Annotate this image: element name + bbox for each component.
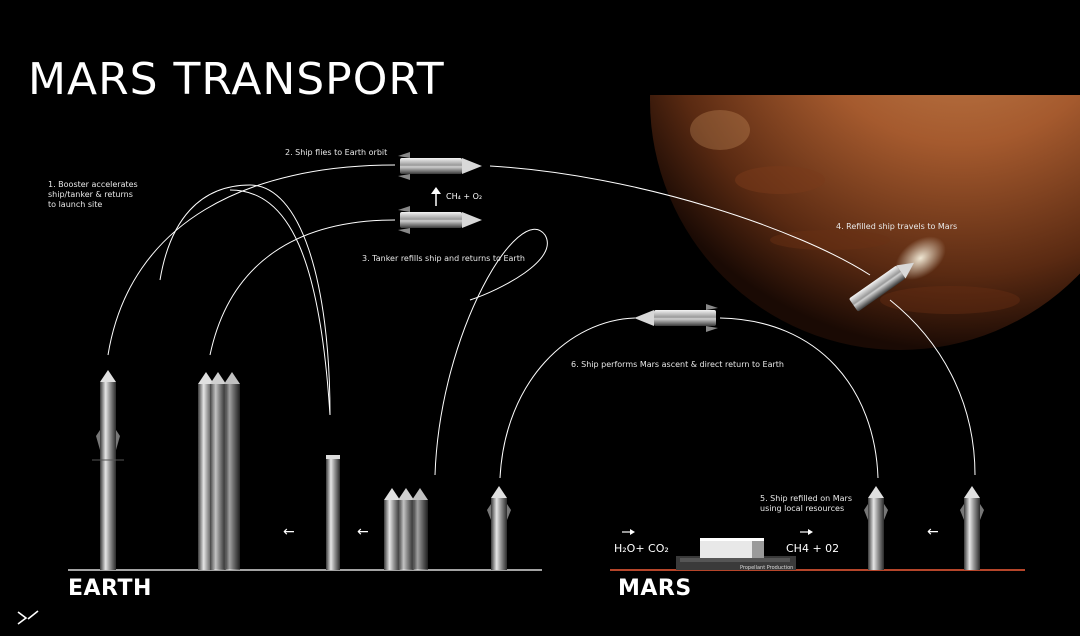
stacked-rocket-cluster: [198, 372, 240, 570]
mars-planet: [650, 95, 1080, 350]
ship-mars-launch: [864, 486, 888, 570]
step-5-label: 5. Ship refilled on Mars using local res…: [760, 494, 852, 513]
propellant-plant: [676, 538, 796, 570]
step-4-label: 4. Refilled ship travels to Mars: [836, 222, 958, 231]
orbit-refuel-formula: CH₄ + O₂: [446, 192, 483, 201]
path-earth-arrival: [499, 317, 636, 479]
stacked-rocket-1: [92, 370, 124, 570]
arrow-right-icons: [622, 529, 813, 535]
propellant-plant-label: Propellant Production: [740, 565, 794, 571]
page-title: MARS TRANSPORT: [28, 54, 445, 105]
ship-landed-earth: [487, 486, 511, 570]
path-tanker-return: [434, 228, 548, 476]
mars-label: MARS: [618, 576, 692, 601]
refuel-up-arrow-icon: [431, 187, 441, 206]
path-booster-return: [159, 184, 331, 416]
flight-paths: [107, 164, 976, 479]
returned-booster: [326, 455, 340, 570]
path-booster-to-orbit: [107, 164, 396, 356]
arrow-left-icon: ←: [927, 524, 939, 540]
path-booster-return-2: [229, 189, 331, 416]
ship-return-to-earth: [634, 304, 718, 332]
step-6-label: 6. Ship performs Mars ascent & direct re…: [571, 360, 784, 369]
mars-output-formula: CH4 + 02: [786, 542, 840, 555]
ship-mars-landed: [960, 486, 984, 570]
path-transit-to-mars: [489, 165, 871, 276]
arrow-left-icon: ←: [283, 524, 295, 540]
ship-earth-orbit: [398, 152, 482, 180]
earth-label: EARTH: [68, 576, 152, 601]
step-3-label: 3. Tanker refills ship and returns to Ea…: [362, 254, 525, 263]
arrow-left-icon: ←: [357, 524, 369, 540]
step-1-label: 1. Booster accelerates ship/tanker & ret…: [48, 180, 138, 209]
path-mars-ascent: [719, 317, 879, 479]
tanker-cluster: [384, 488, 428, 570]
ship-mars-transit: [849, 236, 946, 311]
tanker-earth-orbit: [398, 206, 482, 234]
path-mars-landing: [889, 299, 976, 476]
mars-input-formula: H₂O+ CO₂: [614, 542, 669, 555]
step-2-label: 2. Ship flies to Earth orbit: [285, 148, 388, 157]
spacex-x-logo-icon: [17, 610, 39, 625]
path-tanker-to-orbit: [209, 219, 396, 356]
